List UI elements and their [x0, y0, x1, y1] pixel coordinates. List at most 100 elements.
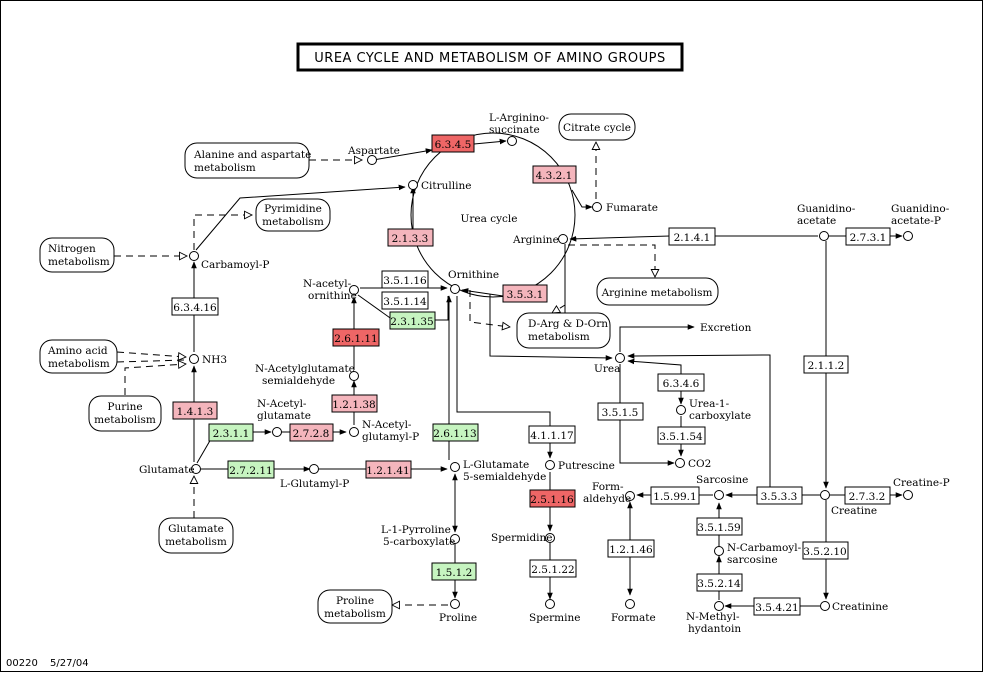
compound-urea-1-carboxylate[interactable] [676, 405, 686, 415]
label-spermidine: Spermidine [491, 532, 553, 544]
compound-putrescine[interactable] [545, 460, 555, 470]
enzyme-label: 3.5.3.3 [761, 491, 798, 503]
enzyme-1-2-1-38[interactable]: 1.2.1.38 [331, 394, 378, 413]
compound-spermidine[interactable] [545, 533, 555, 543]
enzyme-2-3-1-35[interactable]: 2.3.1.35 [389, 311, 436, 330]
enzyme-6-3-4-16[interactable]: 6.3.4.16 [171, 297, 219, 316]
compound-fumarate[interactable] [592, 202, 602, 212]
label-carbamoyl-p: Carbamoyl-P [201, 259, 269, 271]
map-purine[interactable]: Purine metabolism [88, 395, 162, 432]
map-nitrogen[interactable]: Nitrogen metabolism [39, 237, 115, 273]
compound-l-glutamyl-p[interactable] [309, 464, 319, 474]
map-pyrimidine[interactable]: Pyrimidine metabolism [255, 198, 331, 232]
compound-nh3[interactable] [189, 354, 199, 364]
enzyme-3-5-3-1[interactable]: 3.5.3.1 [502, 284, 548, 303]
compound-spermine[interactable] [545, 599, 555, 609]
enzyme-4-3-2-1[interactable]: 4.3.2.1 [532, 165, 577, 184]
enzyme-1-5-1-2[interactable]: 1.5.1.2 [431, 562, 477, 581]
map-alanine-aspartate[interactable]: Alanine and aspartate metabolism [184, 142, 311, 179]
enzyme-label: 1.2.1.46 [609, 544, 653, 556]
compound-sarcosine[interactable] [714, 490, 724, 500]
enzyme-3-5-1-59[interactable]: 3.5.1.59 [696, 517, 743, 536]
enzyme-2-6-1-11[interactable]: 2.6.1.11 [332, 328, 380, 347]
enzyme-1-4-1-3[interactable]: 1.4.1.3 [172, 401, 218, 420]
map-label-line1: Glutamate [168, 523, 224, 535]
map-d-arg-d-orn[interactable]: D-Arg & D-Orn metabolism [516, 312, 611, 349]
enzyme-1-2-1-41[interactable]: 1.2.1.41 [365, 460, 412, 479]
enzyme-3-5-2-10[interactable]: 3.5.2.10 [802, 541, 849, 560]
enzyme-3-5-1-16[interactable]: 3.5.1.16 [381, 270, 429, 289]
map-glutamate[interactable]: Glutamate metabolism [158, 517, 234, 554]
compound-guanidinoacetate-p[interactable] [903, 231, 913, 241]
label-n-methylhydantoin-2: hydantoin [688, 623, 741, 635]
compound-formaldehyde[interactable] [625, 491, 635, 501]
map-citrate-cycle[interactable]: Citrate cycle [558, 113, 636, 141]
compound-n-acetylornithine[interactable] [349, 285, 359, 295]
enzyme-2-7-3-2[interactable]: 2.7.3.2 [844, 486, 891, 505]
compound-n-acetylglutamate[interactable] [272, 427, 282, 437]
compound-proline[interactable] [450, 599, 460, 609]
compound-creatinine[interactable] [820, 601, 830, 611]
enzyme-2-6-1-13[interactable]: 2.6.1.13 [432, 423, 479, 442]
map-label-line2: metabolism [528, 331, 590, 343]
enzyme-6-3-4-6[interactable]: 6.3.4.6 [657, 373, 705, 392]
compound-glutamate[interactable] [191, 464, 201, 474]
compound-citrulline[interactable] [408, 180, 418, 190]
edge [473, 138, 507, 145]
map-arginine-metabolism[interactable]: Arginine metabolism [596, 277, 719, 306]
enzyme-2-7-2-8[interactable]: 2.7.2.8 [289, 423, 334, 442]
enzyme-1-5-99-1[interactable]: 1.5.99.1 [650, 486, 700, 505]
label-ornithine: Ornithine [448, 269, 499, 281]
enzyme-3-5-3-3[interactable]: 3.5.3.3 [756, 486, 803, 505]
map-id: 00220 [6, 658, 38, 669]
enzyme-3-5-1-14[interactable]: 3.5.1.14 [381, 291, 429, 310]
enzyme-2-1-1-2[interactable]: 2.1.1.2 [803, 355, 849, 374]
label-urea-carboxylate-2: carboxylate [689, 410, 751, 422]
enzyme-3-5-1-5[interactable]: 3.5.1.5 [597, 402, 644, 421]
enzyme-label: 2.6.1.11 [334, 333, 377, 345]
label-n-carbamoylsarcosine-1: N-Carbamoyl- [727, 542, 802, 554]
enzyme-3-5-1-54[interactable]: 3.5.1.54 [657, 426, 706, 445]
edge [489, 294, 613, 361]
compound-n-methylhydantoin[interactable] [714, 601, 724, 611]
compound-ornithine[interactable] [450, 284, 460, 294]
enzyme-2-5-1-16[interactable]: 2.5.1.16 [529, 489, 576, 508]
compound-arginine[interactable] [558, 234, 568, 244]
compound-urea[interactable] [615, 353, 625, 363]
enzyme-2-7-3-1[interactable]: 2.7.3.1 [845, 227, 891, 246]
label-formate: Formate [611, 612, 656, 624]
enzyme-2-1-3-3[interactable]: 2.1.3.3 [387, 228, 434, 247]
compound-guanidinoacetate[interactable] [819, 231, 829, 241]
compound-pyrroline-carboxylate[interactable] [450, 534, 460, 544]
enzyme-2-3-1-1[interactable]: 2.3.1.1 [208, 423, 254, 442]
label-lgs-1: L-Glutamate [463, 459, 529, 471]
compound-n-acetylglutamate-semialdehyde[interactable] [349, 371, 359, 381]
compound-formate[interactable] [625, 599, 635, 609]
map-amino-acid[interactable]: Amino acid metabolism [39, 339, 118, 374]
label-argininosuccinate-2: succinate [489, 124, 540, 136]
label-n-acetylornithine-1: N-acetyl- [303, 278, 352, 290]
compound-creatine[interactable] [820, 490, 830, 500]
enzyme-2-7-2-11[interactable]: 2.7.2.11 [227, 460, 275, 479]
enzyme-4-1-1-17[interactable]: 4.1.1.17 [528, 425, 576, 444]
compound-n-acetylglutamyl-p[interactable] [349, 427, 359, 437]
map-proline[interactable]: Proline metabolism [317, 589, 393, 624]
compound-argininosuccinate[interactable] [507, 136, 517, 146]
compound-l-glutamate-semialdehyde[interactable] [450, 462, 460, 472]
map-label-line2: metabolism [194, 162, 256, 174]
enzyme-6-3-4-5[interactable]: 6.3.4.5 [431, 134, 475, 153]
compound-aspartate[interactable] [367, 155, 377, 165]
enzyme-2-1-4-1[interactable]: 2.1.4.1 [668, 227, 716, 246]
edge [619, 324, 695, 352]
compound-carbamoyl-p[interactable] [189, 251, 199, 261]
label-co2: CO2 [688, 458, 711, 470]
compound-n-carbamoylsarcosine[interactable] [714, 546, 724, 556]
label-fumarate: Fumarate [606, 202, 658, 214]
compound-co2[interactable] [675, 458, 685, 468]
compound-creatine-p[interactable] [903, 490, 913, 500]
enzyme-2-5-1-22[interactable]: 2.5.1.22 [529, 559, 577, 578]
enzyme-3-5-2-14[interactable]: 3.5.2.14 [696, 573, 743, 592]
enzyme-1-2-1-46[interactable]: 1.2.1.46 [607, 539, 655, 558]
enzyme-3-5-4-21[interactable]: 3.5.4.21 [753, 597, 801, 616]
